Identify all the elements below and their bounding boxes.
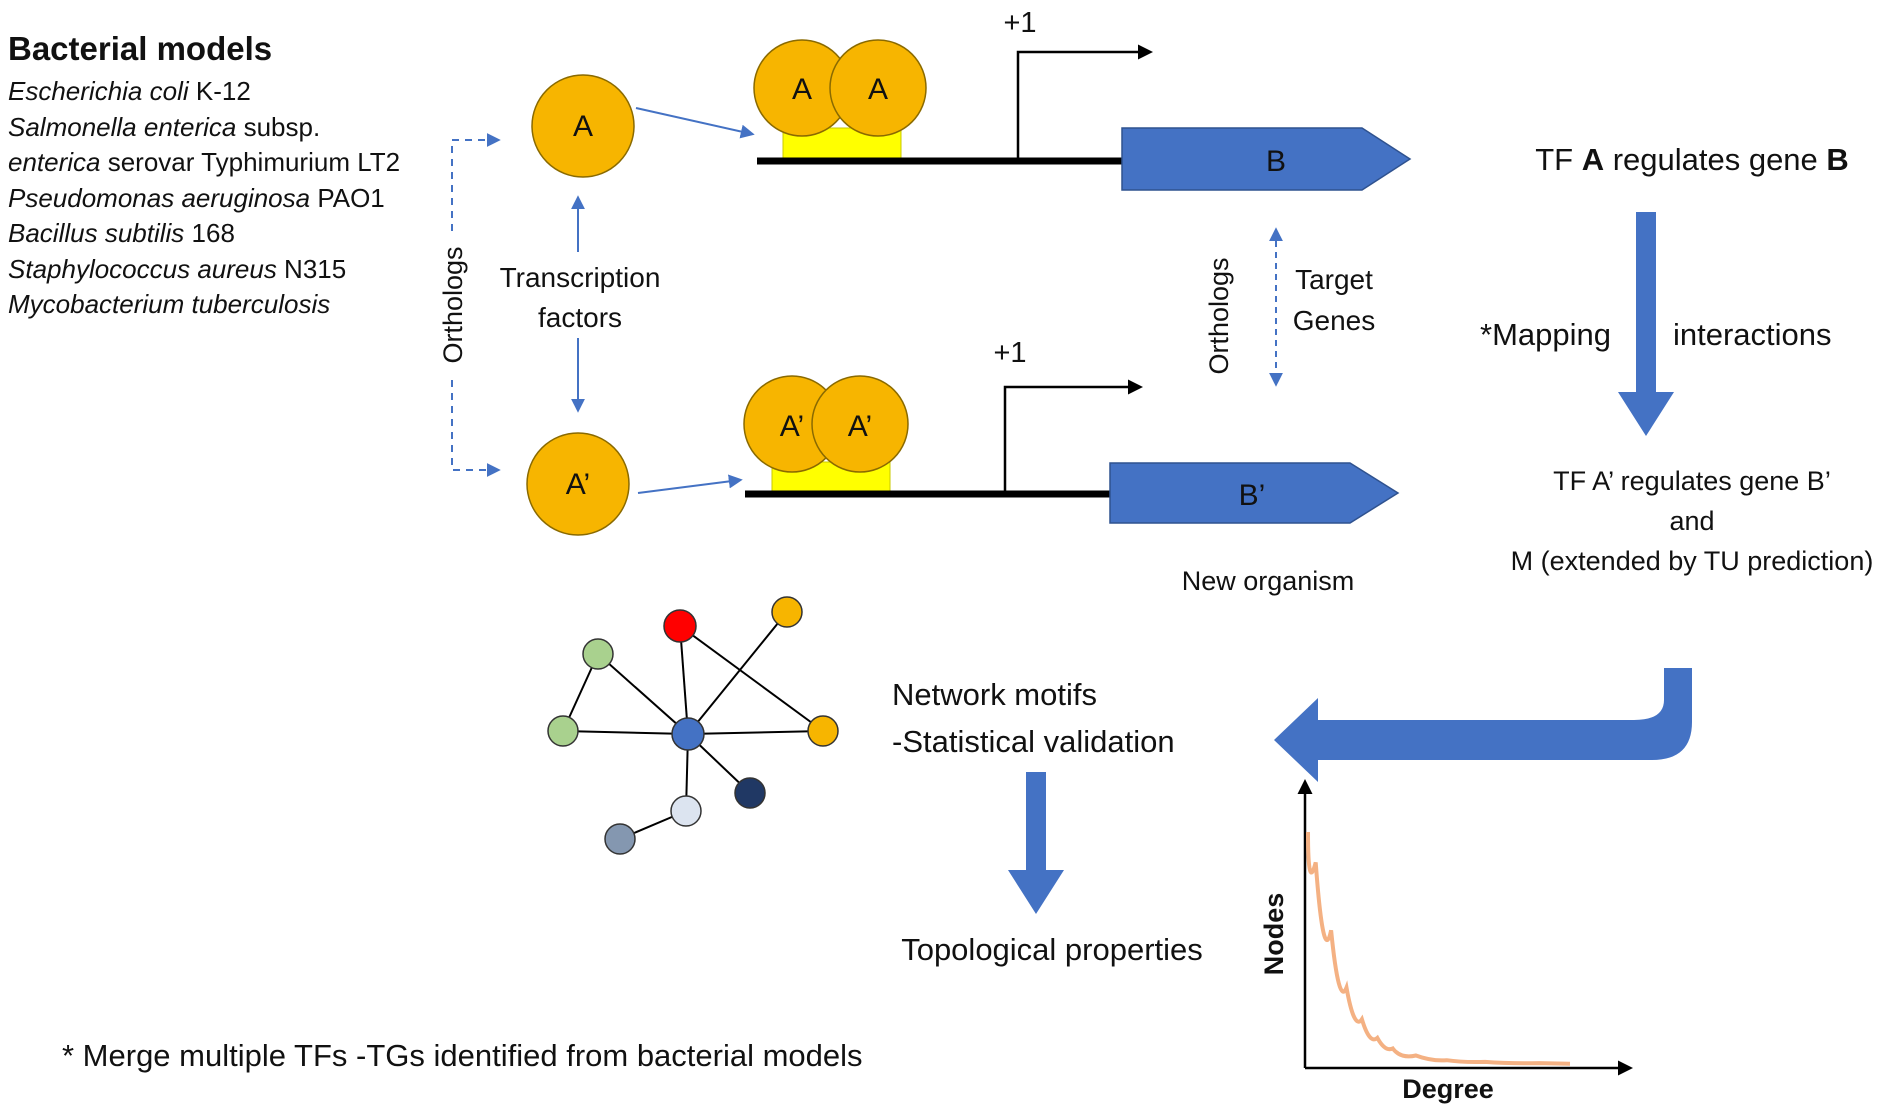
footnote: * Merge multiple TFs -TGs identified fro… <box>62 1038 863 1073</box>
tf-a-dimer-left-label: A <box>792 73 812 106</box>
tf-a-circle <box>531 74 635 178</box>
tf-a-prime-binding-arrow <box>637 474 743 494</box>
network-node-green <box>582 638 614 670</box>
tf-a-prime-circle <box>526 432 630 536</box>
model-strain: N315 <box>276 253 347 284</box>
statistical-validation-label: -Statistical validation <box>892 724 1175 759</box>
mapping-down-arrow <box>1618 212 1674 436</box>
model-strain: subsp. <box>236 111 321 142</box>
tss-label-top: +1 <box>1003 7 1036 39</box>
network-graph <box>547 596 839 855</box>
model-strain: serovar Typhimurium LT2 <box>100 147 401 177</box>
target-genes-label: Target <box>1295 264 1373 295</box>
result-line-2: and <box>1669 506 1714 536</box>
network-edge <box>562 730 689 735</box>
bottom-operon: A’ A’ +1 B’ <box>743 337 1400 524</box>
tf-a-prime-label: A’ <box>566 468 590 501</box>
network-node-red <box>663 609 697 643</box>
mapping-label: *Mapping <box>1480 317 1611 352</box>
model-species: Escherichia coli <box>8 76 189 106</box>
model-line: Staphylococcus aureus N315 <box>8 252 400 288</box>
network-edge <box>687 611 788 735</box>
gene-b-prime-label: B’ <box>1239 479 1266 512</box>
model-species: Salmonella enterica <box>8 111 237 142</box>
result-line-1: TF A’ regulates gene B’ <box>1553 466 1831 496</box>
network-node-hub-blue <box>671 717 705 751</box>
network-edge <box>679 625 824 732</box>
network-edge <box>687 730 824 735</box>
network-node-green <box>547 715 579 747</box>
tf-a-prime-dimer-left-label: A’ <box>780 410 804 443</box>
tss-arrow-top <box>1016 44 1153 158</box>
model-species: Bacillus subtilis <box>8 218 185 248</box>
bacterial-models-title: Bacterial models <box>8 30 273 67</box>
gene-b-prime-arrow <box>1109 462 1400 524</box>
tf-a-prime-dimer-right <box>811 375 909 473</box>
network-edge <box>597 653 689 735</box>
result-line-3: M (extended by TU prediction) <box>1511 546 1874 576</box>
model-strain: 168 <box>184 218 235 248</box>
network-node-navy <box>734 777 766 809</box>
network-node-orange <box>771 596 803 628</box>
target-genes-label-2: Genes <box>1293 305 1376 336</box>
model-species: Pseudomonas aeruginosa <box>8 182 311 213</box>
regulation-statement: TF A regulates gene B <box>1535 142 1849 177</box>
gene-b-arrow <box>1121 127 1412 191</box>
network-node-gray-blue <box>604 823 636 855</box>
plot-y-label: Nodes <box>1259 893 1289 976</box>
mapping-interactions-label: interactions <box>1673 317 1832 352</box>
topological-properties-label: Topological properties <box>901 932 1203 967</box>
motifs-down-arrow <box>1008 772 1064 914</box>
transcription-factors-label-2: factors <box>538 302 622 333</box>
tf-a-dimer-right-label: A <box>868 73 888 106</box>
model-species: Staphylococcus aureus <box>8 253 277 284</box>
degree-series-line <box>1306 831 1571 1066</box>
model-species: enterica <box>8 147 101 177</box>
bacterial-models-panel: Bacterial models Escherichia coli K-12 S… <box>8 30 400 323</box>
network-node-orange <box>807 715 839 747</box>
tf-a-label: A <box>573 110 593 143</box>
model-line: Salmonella enterica subsp. <box>8 110 400 146</box>
model-line: enterica serovar Typhimurium LT2 <box>8 145 400 181</box>
tss-arrow-bottom <box>1003 379 1143 491</box>
model-line: Bacillus subtilis 168 <box>8 216 400 252</box>
tf-a-dimer-right <box>829 39 927 137</box>
curved-return-arrow <box>1274 668 1692 782</box>
degree-distribution-plot: Nodes Degree <box>1259 779 1633 1104</box>
orthologs-bracket-left: Orthologs <box>436 133 501 477</box>
model-strain: PAO1 <box>310 182 385 213</box>
tf-a-binding-arrow <box>635 107 755 139</box>
orthologs-label-left: Orthologs <box>438 246 468 363</box>
tss-label-bottom: +1 <box>993 337 1026 369</box>
model-strain: K-12 <box>188 76 251 106</box>
new-organism-label: New organism <box>1182 566 1355 596</box>
network-edge <box>679 625 689 735</box>
transcription-factors-label: Transcription <box>500 262 661 293</box>
orthologs-label-right: Orthologs <box>1204 257 1234 374</box>
network-motifs-label: Network motifs <box>892 677 1097 712</box>
network-node-light <box>670 795 702 827</box>
model-line: Escherichia coli K-12 <box>8 74 400 110</box>
model-line: Mycobacterium tuberculosis <box>8 287 400 323</box>
top-operon: A A +1 B <box>753 7 1412 191</box>
model-species: Mycobacterium tuberculosis <box>8 289 331 319</box>
plot-x-label: Degree <box>1402 1074 1494 1104</box>
tf-a-prime-dimer-right-label: A’ <box>848 410 872 443</box>
gene-b-label: B <box>1266 145 1286 178</box>
model-line: Pseudomonas aeruginosa PAO1 <box>8 181 400 217</box>
